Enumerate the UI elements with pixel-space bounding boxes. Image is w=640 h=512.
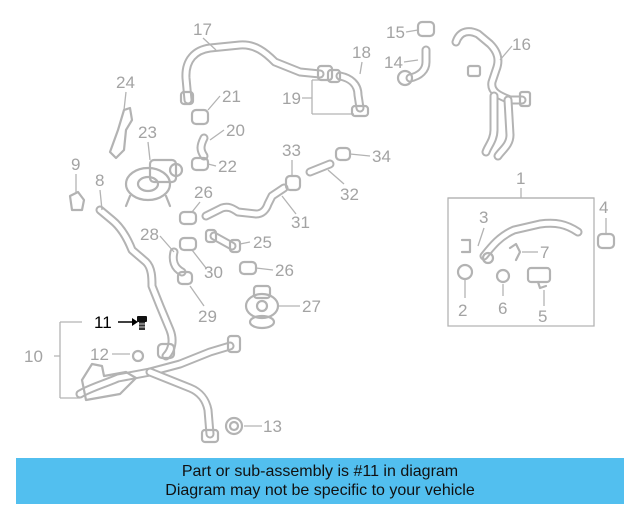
leader-11-arrow bbox=[132, 318, 138, 326]
leader-31 bbox=[281, 195, 297, 215]
callout-1: 1 bbox=[516, 169, 525, 188]
callout-29: 29 bbox=[198, 307, 217, 326]
elbow-18 bbox=[326, 68, 370, 118]
cap-15 bbox=[416, 20, 436, 38]
callout-31: 31 bbox=[291, 213, 310, 232]
pipe-8 bbox=[95, 205, 177, 361]
banner-line-2: Diagram may not be specific to your vehi… bbox=[165, 482, 475, 499]
oring-13 bbox=[224, 416, 244, 436]
callout-17: 17 bbox=[193, 20, 212, 39]
callout-27: 27 bbox=[302, 297, 321, 316]
info-banner: Part or sub-assembly is #11 in diagram D… bbox=[16, 458, 624, 504]
leader-26b bbox=[255, 267, 274, 271]
clip-9 bbox=[68, 190, 86, 212]
hose-20 bbox=[196, 133, 209, 161]
banner-line-1: Part or sub-assembly is #11 in diagram bbox=[181, 463, 459, 480]
callout-30: 30 bbox=[204, 263, 223, 282]
leader-17 bbox=[202, 37, 217, 51]
leader-29 bbox=[189, 285, 205, 307]
group-box-1 bbox=[447, 188, 595, 327]
callout-26a: 26 bbox=[194, 183, 213, 202]
callout-11: 11 bbox=[94, 313, 112, 332]
bracket-24 bbox=[108, 106, 134, 160]
leader-19 bbox=[302, 79, 354, 115]
leader-15 bbox=[405, 29, 419, 33]
callout-7: 7 bbox=[540, 243, 549, 262]
hose-25 bbox=[204, 228, 242, 254]
callout-19: 19 bbox=[282, 89, 301, 108]
hose-28 bbox=[168, 247, 194, 286]
callout-14: 14 bbox=[384, 53, 403, 72]
leader-14 bbox=[403, 59, 419, 63]
clamp-26b bbox=[238, 260, 258, 276]
oring-13-inner bbox=[228, 420, 240, 432]
oring-12 bbox=[131, 349, 145, 363]
pipe-31 bbox=[201, 183, 289, 221]
leader-25 bbox=[239, 241, 251, 245]
callout-22: 22 bbox=[218, 157, 237, 176]
callout-13: 13 bbox=[263, 417, 282, 436]
callout-8: 8 bbox=[95, 171, 104, 190]
clamp-4 bbox=[596, 232, 616, 250]
leader-23 bbox=[147, 141, 151, 161]
callout-5: 5 bbox=[538, 307, 547, 326]
leader-30 bbox=[191, 249, 207, 269]
hose-32 bbox=[305, 159, 335, 177]
callout-21: 21 bbox=[222, 87, 241, 106]
valve-27 bbox=[244, 284, 280, 330]
callout-9: 9 bbox=[71, 155, 80, 174]
clamp-34 bbox=[334, 146, 352, 162]
callout-2: 2 bbox=[458, 301, 467, 320]
pump-23 bbox=[124, 158, 184, 208]
leader-16 bbox=[499, 45, 513, 61]
callout-28: 28 bbox=[140, 225, 159, 244]
pipe-assembly-10 bbox=[75, 334, 242, 444]
oring-6 bbox=[495, 268, 511, 284]
hose-16 bbox=[451, 27, 532, 161]
callout-16: 16 bbox=[512, 35, 531, 54]
callout-6: 6 bbox=[498, 299, 507, 318]
callout-12: 12 bbox=[90, 345, 109, 364]
callout-3: 3 bbox=[479, 208, 488, 227]
callout-20: 20 bbox=[226, 121, 245, 140]
callout-23: 23 bbox=[138, 123, 157, 142]
clamp-33 bbox=[284, 174, 302, 192]
callout-10: 10 bbox=[24, 347, 43, 366]
callout-26b: 26 bbox=[275, 261, 294, 280]
callout-33: 33 bbox=[282, 141, 301, 160]
callout-24: 24 bbox=[116, 73, 135, 92]
leader-21 bbox=[207, 95, 221, 111]
leader-3 bbox=[477, 227, 485, 247]
hose-14 bbox=[396, 45, 431, 87]
callout-15: 15 bbox=[386, 23, 405, 42]
oring-2 bbox=[456, 263, 474, 281]
hose-box-1 bbox=[479, 218, 583, 265]
leader-18 bbox=[359, 61, 363, 75]
leader-8 bbox=[99, 189, 103, 211]
callout-32: 32 bbox=[340, 185, 359, 204]
bolt-11 bbox=[137, 316, 147, 330]
callout-18: 18 bbox=[352, 43, 371, 62]
clamp-30a bbox=[178, 236, 198, 252]
leader-24 bbox=[123, 91, 127, 111]
leader-22 bbox=[207, 163, 217, 167]
clip-7 bbox=[508, 242, 522, 262]
callout-4: 4 bbox=[599, 198, 608, 217]
clip-3 bbox=[460, 238, 472, 254]
leader-32 bbox=[327, 169, 345, 185]
leader-28 bbox=[159, 235, 175, 253]
sensor-5 bbox=[526, 266, 552, 290]
leader-20 bbox=[209, 129, 225, 141]
leader-34 bbox=[349, 153, 371, 157]
leader-10 bbox=[54, 321, 82, 399]
leader-26a bbox=[191, 201, 201, 213]
callout-34: 34 bbox=[372, 147, 391, 166]
hose-17 bbox=[179, 40, 334, 106]
clamp-26a bbox=[178, 210, 198, 226]
clip-21 bbox=[190, 108, 210, 126]
callout-25: 25 bbox=[253, 233, 272, 252]
